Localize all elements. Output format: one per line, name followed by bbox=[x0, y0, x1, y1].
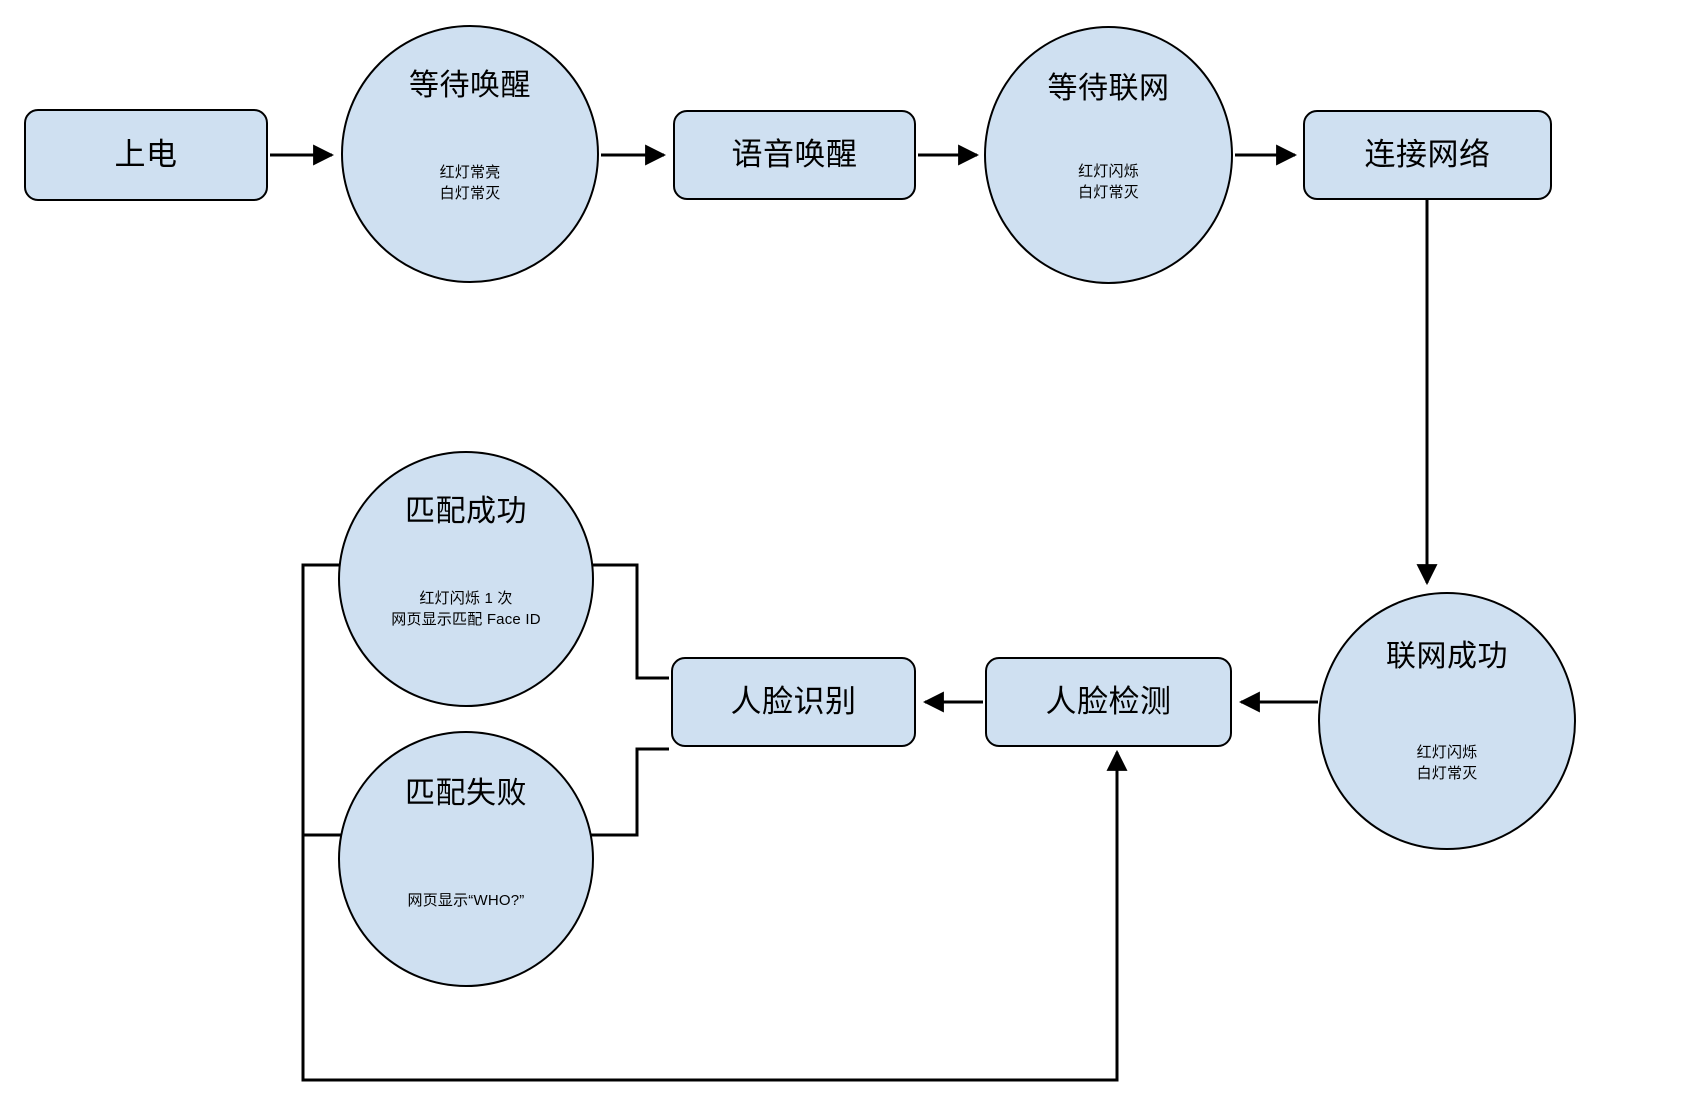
node-face-detect-title: 人脸检测 bbox=[1045, 684, 1172, 720]
node-wait-network-title: 等待联网 bbox=[1047, 72, 1170, 105]
node-network-ok-sub: 红灯闪烁 白灯常灭 bbox=[1416, 743, 1478, 783]
node-connect-network[interactable]: 连接网络 bbox=[1303, 110, 1552, 200]
node-power-on[interactable]: 上电 bbox=[24, 109, 268, 201]
node-network-ok[interactable]: 联网成功 红灯闪烁 白灯常灭 bbox=[1318, 592, 1576, 850]
node-match-success-title: 匹配成功 bbox=[405, 495, 527, 528]
node-wait-wakeup-sub: 红灯常亮 白灯常灭 bbox=[439, 163, 501, 203]
node-power-on-title: 上电 bbox=[114, 137, 178, 173]
node-voice-wakeup-title: 语音唤醒 bbox=[731, 137, 858, 173]
node-voice-wakeup[interactable]: 语音唤醒 bbox=[673, 110, 916, 200]
node-wait-wakeup-title: 等待唤醒 bbox=[409, 69, 531, 102]
node-connect-network-title: 连接网络 bbox=[1364, 137, 1491, 173]
node-wait-network[interactable]: 等待联网 红灯闪烁 白灯常灭 bbox=[984, 26, 1233, 284]
node-network-ok-title: 联网成功 bbox=[1386, 640, 1508, 673]
node-wait-wakeup[interactable]: 等待唤醒 红灯常亮 白灯常灭 bbox=[341, 25, 599, 283]
node-match-fail-sub: 网页显示“WHO?” bbox=[407, 891, 525, 909]
node-match-success[interactable]: 匹配成功 红灯闪烁 1 次 网页显示匹配 Face ID bbox=[338, 451, 594, 707]
node-wait-network-sub: 红灯闪烁 白灯常灭 bbox=[1078, 162, 1139, 202]
node-match-fail-title: 匹配失败 bbox=[405, 777, 527, 810]
node-match-fail[interactable]: 匹配失败 网页显示“WHO?” bbox=[338, 731, 594, 987]
node-match-success-sub: 红灯闪烁 1 次 网页显示匹配 Face ID bbox=[391, 589, 541, 629]
node-face-detect[interactable]: 人脸检测 bbox=[985, 657, 1232, 747]
node-face-recognize[interactable]: 人脸识别 bbox=[671, 657, 916, 747]
node-face-recognize-title: 人脸识别 bbox=[730, 684, 857, 720]
